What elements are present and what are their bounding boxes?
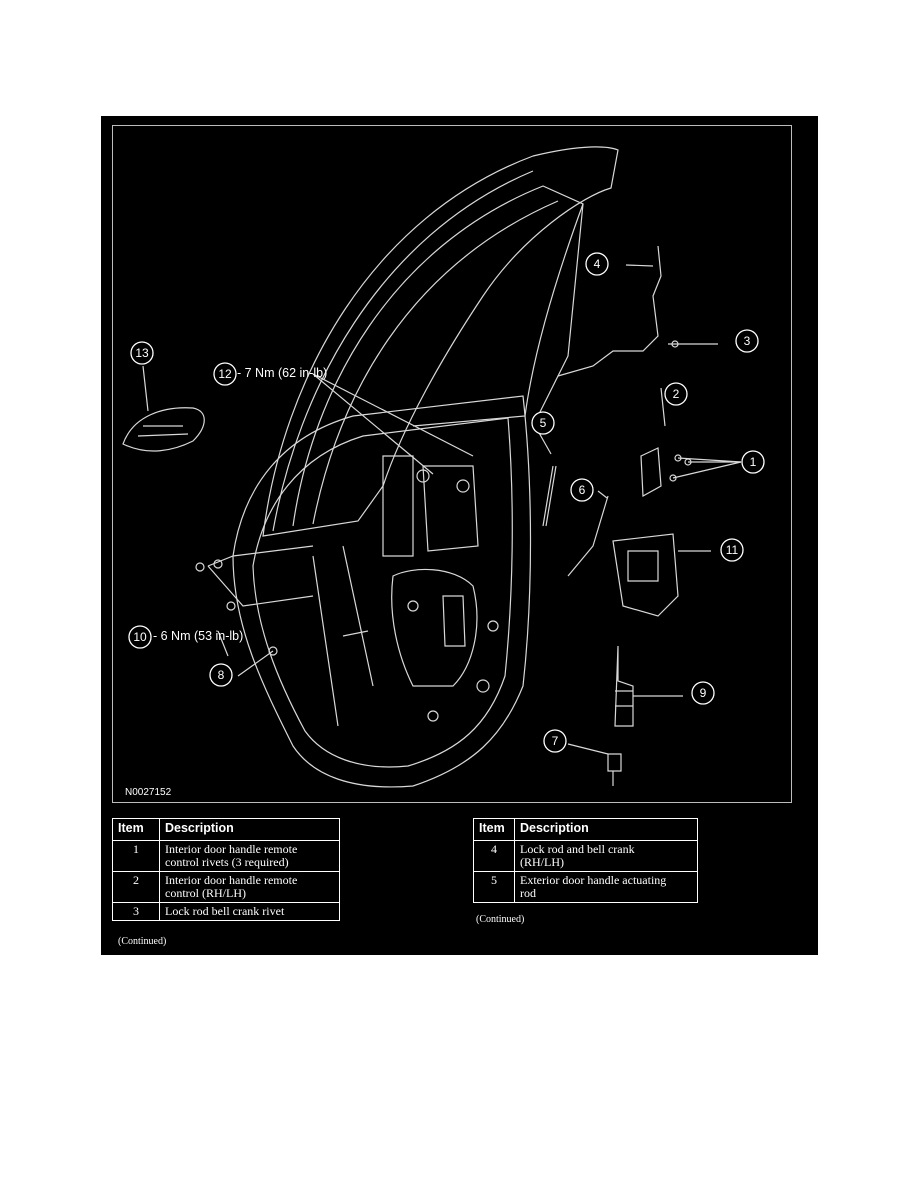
callout-8: 8 [218,668,225,682]
continued-note-right: (Continued) [476,914,525,925]
item-number: 1 [112,840,160,872]
callout-13: 13 [135,346,149,360]
callout-12: 12 [218,367,232,381]
callout-11-circle [720,538,744,562]
header-description: Description [514,818,698,841]
lock-rod-bell-crank [557,245,662,377]
callout-2: 2 [673,387,680,401]
diagram-panel: 1 2 3 4 5 6 7 8 9 10 11 12 13 - 7 Nm (62… [101,116,818,955]
window-frame-inner [292,185,584,527]
callout-3-circle [735,329,759,353]
door-frame-outline [262,146,619,537]
callout-6-circle [570,478,594,502]
callout-13-circle [130,341,154,365]
item-number: 4 [473,840,515,872]
callout-10: 10 [133,630,147,644]
item-number: 5 [473,871,515,903]
items-table-left: Item Description 1 Interior door handle … [112,818,340,921]
exterior-handle-rod [542,465,554,527]
item-description: Lock rod and bell crank(RH/LH) [514,840,698,872]
callout-6: 6 [579,483,586,497]
callout-7: 7 [552,734,559,748]
table-row: 4 Lock rod and bell crank(RH/LH) [473,840,698,872]
callout-5: 5 [540,416,547,430]
callout-9: 9 [700,686,707,700]
header-item: Item [473,818,515,841]
door-drawing: 1 2 3 4 5 6 7 8 9 10 11 12 13 [122,146,765,788]
actuating-rod [567,495,609,577]
figure-id: N0027152 [125,787,172,798]
callout-2-circle [664,382,688,406]
lock-cylinder-clip [607,753,622,772]
door-inner-panel [232,395,532,788]
item-number: 3 [112,902,160,921]
header-item: Item [112,818,160,841]
callout-4-circle [585,252,609,276]
items-table-right: Item Description 4 Lock rod and bell cra… [473,818,698,903]
continued-note-left: (Continued) [118,936,167,947]
callout-9-circle [691,681,715,705]
callout-7-circle [543,729,567,753]
window-channel [532,203,584,427]
exterior-door-handle [122,407,205,452]
interior-handle-remote [640,447,662,497]
lock-cylinder [614,645,634,727]
callout-11: 11 [726,543,739,557]
door-latch [612,533,679,617]
callout-8-circle [209,663,233,687]
callout-1-circle [741,450,765,474]
torque-spec-12: - 7 Nm (62 in-lb) [237,366,328,380]
callout-10-circle [128,625,152,649]
torque-spec-10: - 6 Nm (53 in-lb) [153,629,244,643]
door-exploded-view: 1 2 3 4 5 6 7 8 9 10 11 12 13 - 7 Nm (62… [112,125,792,803]
table-row: 3 Lock rod bell crank rivet [112,902,340,921]
callout-4: 4 [594,257,601,271]
callout-1: 1 [750,455,757,469]
callout-12-circle [213,362,237,386]
callout-3: 3 [744,334,751,348]
callout-5-circle [531,411,555,435]
item-description: Lock rod bell crank rivet [159,902,340,921]
header-description: Description [159,818,340,841]
item-number: 2 [112,871,160,903]
